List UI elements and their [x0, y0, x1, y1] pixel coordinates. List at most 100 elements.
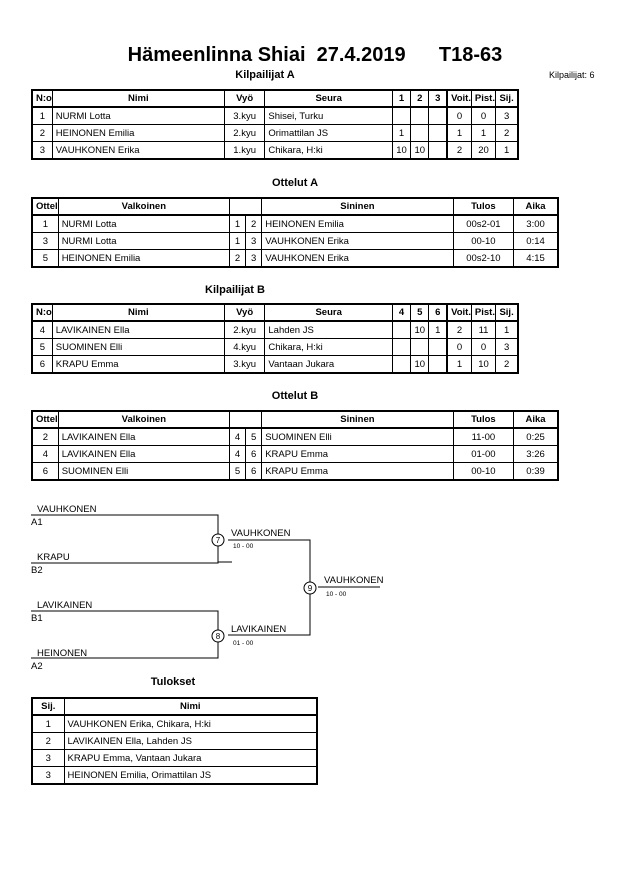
col-blue: Sininen — [261, 410, 454, 429]
cell-time: 0:14 — [513, 232, 559, 250]
col-s1: 4 — [391, 303, 412, 322]
cell-match: 1 — [31, 214, 59, 233]
cell-match: 4 — [31, 445, 59, 463]
cell-bn: 3 — [245, 232, 263, 250]
cell-name: HEINONEN Emilia — [51, 124, 225, 142]
sf1-match-circle — [211, 533, 225, 547]
cell-club: Vantaan Jukara — [264, 355, 393, 374]
cell-points: 0 — [470, 338, 497, 356]
bracket-line — [31, 635, 219, 659]
cell-belt: 3.kyu — [223, 106, 266, 125]
cell-time: 0:39 — [513, 462, 559, 481]
col-match: Ottelu — [31, 197, 59, 216]
cell-blue: KRAPU Emma — [261, 445, 454, 463]
col-s2: 2 — [410, 89, 430, 108]
col-match: Ottelu — [31, 410, 59, 429]
col-points: Pist. — [470, 303, 497, 322]
cell-s3 — [428, 106, 448, 125]
sf1-bottom-name: KRAPU — [37, 552, 70, 563]
bracket-line — [31, 540, 219, 564]
page-title: Hämeenlinna Shiai 27.4.2019 T18-63 — [127, 44, 503, 66]
cell-result: 11-00 — [452, 427, 515, 446]
cell-place: 1 — [31, 714, 65, 733]
cell-white: NURMI Lotta — [57, 232, 230, 250]
matches-a-table: Ottelu Valkoinen Sininen Tulos Aika 1NUR… — [31, 197, 559, 268]
final-score: 10 - 00 — [326, 591, 347, 598]
pool-b-table: N:o Nimi Vyö Seura 4 5 6 Voit. Pist. Sij… — [31, 303, 519, 374]
sf2-winner: LAVIKAINEN — [231, 624, 286, 635]
cell-blue: SUOMINEN Elli — [261, 427, 454, 446]
cell-white: HEINONEN Emilia — [57, 249, 230, 268]
cell-bn: 6 — [245, 445, 263, 463]
cell-points: 11 — [470, 320, 497, 339]
col-white: Valkoinen — [57, 197, 230, 216]
cell-name: SUOMINEN Elli — [51, 338, 225, 356]
sf1-bottom-seed: B2 — [31, 565, 43, 576]
bracket-diagram: VAUHKONEN A1 KRAPU B2 LAVIKAINEN B1 HEIN… — [31, 504, 384, 672]
results-header-row: Sij. Nimi — [31, 697, 318, 716]
sf1-match-number: 7 — [216, 536, 221, 545]
cell-wn: 1 — [228, 214, 247, 233]
cell-s1: 10 — [391, 141, 412, 160]
pool-b-title: Kilpailijat B — [205, 284, 265, 296]
cell-place: 2 — [495, 355, 519, 374]
cell-s3 — [428, 338, 448, 356]
cell-name: KRAPU Emma, Vantaan Jukara — [63, 749, 318, 767]
cell-bn: 2 — [245, 214, 263, 233]
final-winner: VAUHKONEN — [324, 575, 384, 586]
cell-wins: 0 — [446, 106, 472, 125]
cell-match: 5 — [31, 249, 59, 268]
cell-belt: 2.kyu — [223, 320, 266, 339]
bracket-line — [31, 610, 219, 635]
cell-white: SUOMINEN Elli — [57, 462, 230, 481]
participant-count: Kilpailijat: 6 — [549, 70, 595, 80]
sf1-winner: VAUHKONEN — [231, 528, 291, 539]
cell-club: Chikara, H:ki — [264, 338, 393, 356]
cell-s2: 10 — [410, 141, 430, 160]
col-white: Valkoinen — [57, 410, 230, 429]
final-match-circle — [303, 581, 317, 595]
col-belt: Vyö — [223, 89, 266, 108]
cell-place: 3 — [495, 106, 519, 125]
bracket-line — [228, 539, 311, 585]
col-blue: Sininen — [261, 197, 454, 216]
col-points: Pist. — [470, 89, 497, 108]
cell-time: 4:15 — [513, 249, 559, 268]
sf2-top-name: LAVIKAINEN — [37, 600, 92, 611]
cell-bn: 6 — [245, 462, 263, 481]
col-club: Seura — [264, 303, 393, 322]
cell-wins: 0 — [446, 338, 472, 356]
cell-belt: 2.kyu — [223, 124, 266, 142]
cell-wins: 2 — [446, 141, 472, 160]
cell-result: 00s2-10 — [452, 249, 515, 268]
cell-s3 — [428, 355, 448, 374]
cell-wins: 1 — [446, 124, 472, 142]
cell-white: LAVIKAINEN Ella — [57, 427, 230, 446]
pool-a-title: Kilpailijat A — [235, 69, 295, 81]
cell-match: 3 — [31, 232, 59, 250]
cell-points: 10 — [470, 355, 497, 374]
col-spacer — [228, 410, 263, 429]
col-s3: 6 — [428, 303, 448, 322]
cell-wins: 2 — [446, 320, 472, 339]
cell-result: 01-00 — [452, 445, 515, 463]
cell-place: 2 — [495, 124, 519, 142]
final-match-number: 9 — [308, 584, 313, 593]
cell-s3 — [428, 124, 448, 142]
col-name: Nimi — [63, 697, 318, 716]
cell-wn: 4 — [228, 427, 247, 446]
col-time: Aika — [513, 410, 559, 429]
col-result: Tulos — [452, 410, 515, 429]
cell-place: 3 — [31, 766, 65, 785]
cell-name: VAUHKONEN Erika, Chikara, H:ki — [63, 714, 318, 733]
cell-place: 3 — [31, 749, 65, 767]
cell-bn: 3 — [245, 249, 263, 268]
col-name: Nimi — [51, 89, 225, 108]
